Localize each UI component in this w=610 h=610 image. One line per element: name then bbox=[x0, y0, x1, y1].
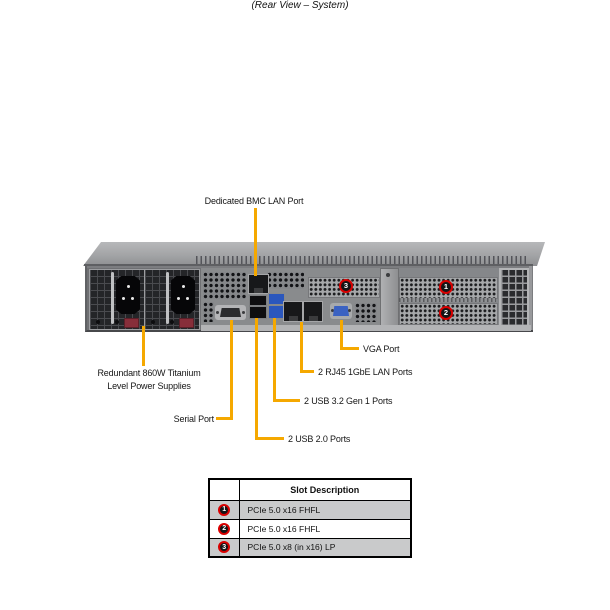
slot-marker-3-icon: 3 bbox=[339, 279, 353, 293]
rj45-tab bbox=[253, 288, 264, 293]
callout-line-serial bbox=[230, 320, 233, 420]
ac-inlet bbox=[171, 276, 195, 314]
port-screw bbox=[331, 309, 334, 312]
power-supply-module-2 bbox=[144, 269, 200, 330]
port-screw bbox=[216, 311, 219, 314]
db9-connector bbox=[220, 308, 241, 317]
usb2-port bbox=[249, 306, 267, 319]
bracket-screw bbox=[386, 273, 390, 277]
callout-line-bmc bbox=[254, 208, 257, 276]
label-usb2-ports: 2 USB 2.0 Ports bbox=[288, 434, 351, 444]
table-row: 1 PCIe 5.0 x16 FHFL bbox=[208, 499, 412, 520]
slot-divider-strip bbox=[399, 298, 496, 302]
rj45-tab bbox=[288, 316, 298, 321]
callout-line-usb3 bbox=[273, 318, 276, 402]
psu-handle bbox=[166, 272, 169, 324]
table-row: 2 PCIe 5.0 x16 FHFL bbox=[208, 518, 412, 539]
label-bmc-lan-port: Dedicated BMC LAN Port bbox=[204, 196, 304, 206]
lid-edge-line bbox=[84, 264, 533, 266]
callout-line-vga bbox=[340, 320, 343, 350]
psu-screw bbox=[96, 320, 100, 324]
port-screw bbox=[348, 309, 351, 312]
slot-description-table: Slot Description 1 PCIe 5.0 x16 FHFL 2 P… bbox=[208, 478, 412, 558]
callout-line-lan bbox=[300, 370, 314, 373]
slot-number-cell: 1 bbox=[208, 499, 240, 520]
slot-marker-2-icon: 2 bbox=[218, 522, 231, 535]
callout-line-lan bbox=[300, 322, 303, 373]
chassis-right-edge bbox=[529, 266, 532, 330]
vent-grid bbox=[203, 302, 214, 322]
label-psu-line1: Redundant 860W Titanium bbox=[97, 368, 201, 378]
inlet-pin bbox=[127, 285, 130, 288]
label-psu-line2: Level Power Supplies bbox=[107, 381, 191, 391]
ac-inlet bbox=[116, 276, 140, 314]
rj45-tab bbox=[308, 316, 318, 321]
label-power-supplies: Redundant 860W Titanium Level Power Supp… bbox=[85, 367, 213, 393]
slot-marker-2-icon: 2 bbox=[439, 306, 453, 320]
db15-connector bbox=[333, 306, 349, 316]
vent-grid bbox=[355, 303, 377, 322]
slot-number-cell: 2 bbox=[208, 518, 240, 539]
psu-handle bbox=[111, 272, 114, 324]
power-supply-module-1 bbox=[89, 269, 145, 330]
callout-line-usb2 bbox=[255, 318, 258, 440]
psu-release-latch bbox=[179, 318, 194, 328]
lan-port-1 bbox=[283, 301, 303, 322]
vent-grid bbox=[203, 272, 246, 299]
callout-line-vga bbox=[340, 347, 359, 350]
psu-release-latch bbox=[124, 318, 139, 328]
chassis-bottom-lip bbox=[201, 325, 531, 331]
callout-line-usb2 bbox=[255, 437, 284, 440]
callout-line-serial bbox=[216, 417, 233, 420]
chassis-end-vent bbox=[499, 268, 529, 329]
inlet-pin bbox=[177, 297, 180, 300]
callout-line-usb3 bbox=[273, 399, 300, 402]
bmc-lan-port bbox=[248, 274, 269, 294]
label-vga-port: VGA Port bbox=[363, 344, 400, 354]
lan-port-2 bbox=[303, 301, 323, 322]
psu-screw bbox=[151, 320, 155, 324]
label-lan-ports: 2 RJ45 1GbE LAN Ports bbox=[318, 367, 413, 377]
inlet-pin bbox=[131, 297, 134, 300]
header-slot-number bbox=[208, 478, 240, 501]
slot-marker-1-icon: 1 bbox=[439, 280, 453, 294]
slot-number-cell: 3 bbox=[208, 537, 240, 558]
psu-screw bbox=[170, 320, 174, 324]
table-header-row: Slot Description bbox=[208, 478, 412, 501]
slot-description-cell: PCIe 5.0 x16 FHFL bbox=[238, 518, 412, 539]
psu-screw bbox=[115, 320, 119, 324]
label-serial-port: Serial Port bbox=[173, 414, 215, 424]
label-usb3-ports: 2 USB 3.2 Gen 1 Ports bbox=[304, 396, 393, 406]
callout-line-psu bbox=[142, 326, 145, 366]
serial-port bbox=[215, 305, 246, 320]
header-slot-description: Slot Description bbox=[238, 478, 412, 501]
table-row: 3 PCIe 5.0 x8 (in x16) LP bbox=[208, 537, 412, 558]
vga-port bbox=[330, 303, 352, 319]
inlet-pin bbox=[122, 297, 125, 300]
slot-bracket bbox=[380, 268, 399, 329]
inlet-pin bbox=[186, 297, 189, 300]
slot-description-cell: PCIe 5.0 x8 (in x16) LP bbox=[238, 537, 412, 558]
usb2-port bbox=[249, 295, 267, 306]
inlet-pin bbox=[182, 285, 185, 288]
slot-marker-1-icon: 1 bbox=[218, 503, 231, 516]
vent-grid bbox=[267, 272, 304, 289]
usb3-port bbox=[268, 293, 285, 305]
slot-marker-3-icon: 3 bbox=[218, 541, 231, 554]
diagram-title: (Rear View – System) bbox=[251, 0, 349, 11]
lid-vent-strip bbox=[196, 256, 526, 264]
port-screw bbox=[242, 311, 245, 314]
slot-description-cell: PCIe 5.0 x16 FHFL bbox=[238, 499, 412, 520]
